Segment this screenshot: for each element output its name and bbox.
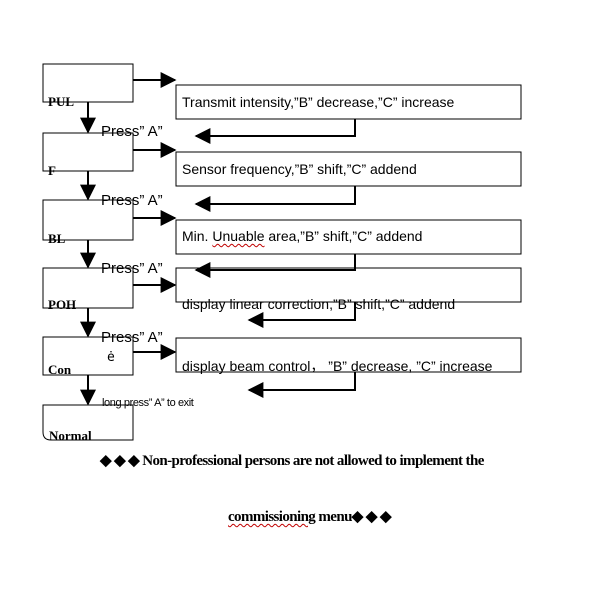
state-code-con: Con <box>48 362 72 377</box>
warning-line-2: commissioning menu◆ ◆ ◆ <box>228 509 392 525</box>
return-arrow-poh <box>247 302 356 328</box>
state-code-bl: BL <box>48 231 66 246</box>
return-arrow-f <box>194 186 356 212</box>
state-code-normal: Normal <box>49 428 92 443</box>
state-code-pul: PUL <box>48 94 74 109</box>
press-a-label-1: Press” A” <box>101 123 163 140</box>
con-indicator-glyph: ė <box>107 350 115 365</box>
return-arrow-bl <box>194 254 356 278</box>
desc-text-bl-flagged-word: Unuable <box>212 228 265 244</box>
warning-line-2-rest: menu◆ ◆ ◆ <box>315 509 391 525</box>
desc-text-con: display beam control， ”B” decrease, ”C” … <box>182 358 493 374</box>
desc-box-bl <box>175 219 522 255</box>
press-a-label-3: Press” A” <box>101 260 163 277</box>
desc-text-bl-tail: area,”B” shift,”C” addend <box>264 228 423 244</box>
desc-box-pul <box>175 84 522 120</box>
desc-text-pul: Transmit intensity,”B” decrease,”C” incr… <box>182 94 455 110</box>
desc-text-bl-lead: Min. <box>182 228 213 244</box>
state-code-f: F <box>48 163 56 178</box>
state-code-poh: POH <box>48 297 77 312</box>
return-arrow-con <box>247 372 356 398</box>
warning-flagged-word: commissioning <box>228 509 316 525</box>
desc-text-f: Sensor frequency,”B” shift,”C” addend <box>182 161 417 177</box>
press-a-label-4: Press” A” <box>101 329 163 346</box>
exit-note: long press” A” to exit <box>102 397 194 409</box>
desc-box-f <box>175 151 522 187</box>
desc-text-bl: Min. Unuable area,”B” shift,”C” addend <box>182 229 422 243</box>
desc-text-poh: display linear correction,”B” shift,”C” … <box>182 296 456 312</box>
return-arrow-pul <box>194 119 356 144</box>
state-box-normal <box>42 404 134 441</box>
press-a-label-2: Press” A” <box>101 192 163 209</box>
warning-line-1: ◆ ◆ ◆ Non-professional persons are not a… <box>100 453 484 469</box>
